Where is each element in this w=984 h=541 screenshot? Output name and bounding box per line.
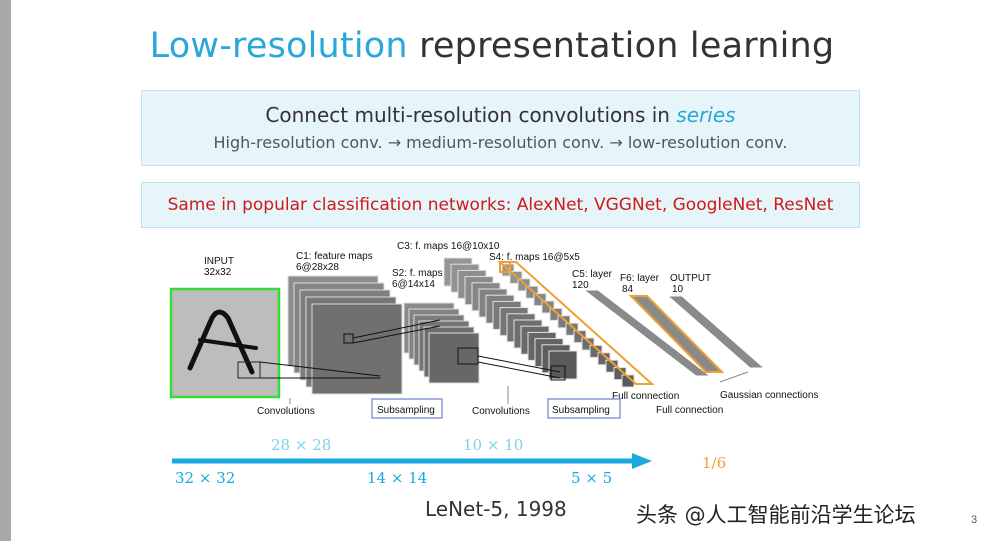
c3-label: C3: f. maps 16@10x10 [397,241,500,252]
figure-caption: LeNet-5, 1998 [425,497,567,521]
networks-text: Same in popular classification networks:… [167,195,834,215]
c3-feature-maps [443,257,578,380]
f6-layer [628,295,725,373]
s2-label: S2: f. maps [392,268,443,279]
handwritten-a [187,309,255,375]
f6-label: F6: layer [620,273,660,284]
subsampling2-box [547,398,621,419]
f6-size: 84 [622,284,634,295]
s2-size: 6@14x14 [392,279,435,290]
c5-layer [582,289,712,377]
size-5: 5 × 5 [571,469,612,487]
output-size: 10 [672,284,684,295]
size-32: 32 × 32 [175,469,235,487]
size-14: 14 × 14 [367,469,427,487]
page-number: 3 [971,514,978,526]
title-rest: representation learning [407,26,835,66]
series-headline: Connect multi-resolution convolutions in… [142,103,859,127]
fc2-label: Full connection [656,405,723,416]
input-label: INPUT [204,256,234,267]
series-info-box: Connect multi-resolution convolutions in… [141,90,860,166]
sub2-label: Subsampling [552,405,610,416]
left-edge-bar [0,0,11,541]
subsampling1-box [371,398,443,419]
s4-label: S4: f. maps 16@5x5 [489,252,580,263]
c1-label: C1: feature maps [296,251,373,262]
ratio-label: 1/6 [702,454,726,472]
c1-feature-maps [287,275,403,395]
title-highlight: Low-resolution [149,26,408,66]
series-headline-prefix: Connect multi-resolution convolutions in [265,103,677,127]
watermark: 头条 @人工智能前沿学生论坛 [636,503,916,527]
c5-size: 120 [572,280,589,291]
sub1-label: Subsampling [377,405,435,416]
c3-map [548,350,578,380]
series-subline: High-resolution conv. → medium-resolutio… [213,133,788,152]
c1-size: 6@28x28 [296,262,339,273]
fc1-label: Full connection [612,391,679,402]
resolution-arrowhead [632,453,652,469]
output-layer [666,295,766,369]
s2-feature-maps [403,302,480,384]
slide-title: Low-resolution representation learning [0,26,984,66]
gauss-label: Gaussian connections [720,390,818,401]
input-receptive-field [237,361,261,379]
s4-highlight [497,261,655,385]
networks-box: Same in popular classification networks:… [141,182,860,228]
size-28: 28 × 28 [271,436,331,454]
conv2-label: Convolutions [472,406,530,417]
series-emphasis: series [676,103,736,127]
c5-label: C5: layer [572,269,613,280]
output-label: OUTPUT [670,273,711,284]
size-10: 10 × 10 [463,436,523,454]
conv1-label: Convolutions [257,406,315,417]
input-size: 32x32 [204,267,232,278]
